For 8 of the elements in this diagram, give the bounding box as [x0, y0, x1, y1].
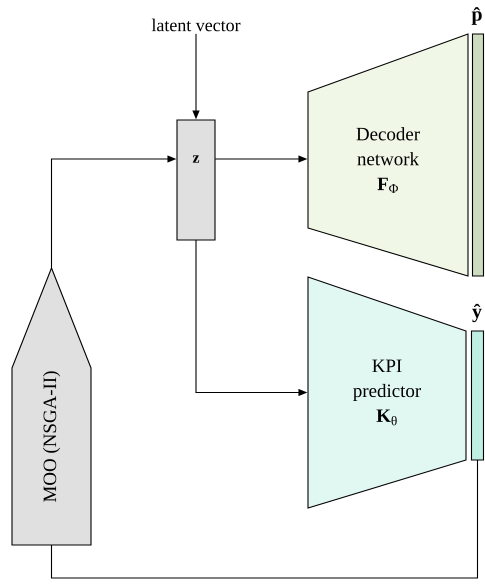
output-bar: ŷ [470, 304, 484, 461]
node-label: ŷ [472, 304, 482, 322]
network-trapezoid: KPI predictor K$_{θ}$ [307, 276, 467, 509]
network-trapezoid: Decoder network F$_{Φ}$ [307, 33, 469, 277]
vector-box: z [176, 119, 216, 241]
output-bar: p̂ [472, 7, 484, 277]
node-label: p̂ [472, 7, 482, 25]
node-label: latent vector [152, 18, 240, 32]
